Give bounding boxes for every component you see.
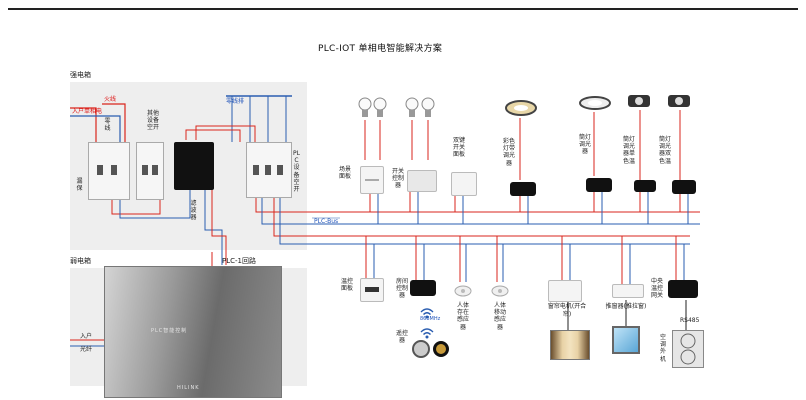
- incoming-wires: [70, 103, 126, 142]
- curtain-room-image: [550, 330, 590, 360]
- strong-box-label: 强电箱: [70, 71, 91, 79]
- spotlight-icon: [666, 92, 692, 110]
- human-presence-sensor: [454, 282, 472, 297]
- remote-knob-icon: [432, 340, 450, 358]
- top-rule: [8, 8, 798, 10]
- leak-protect-label: 漏保: [76, 178, 83, 193]
- rs485-label: RS485: [680, 317, 700, 324]
- central-gateway-label: 中央温控网关: [650, 278, 663, 300]
- bulb-icon: [421, 96, 435, 120]
- bulb-icon: [373, 96, 387, 120]
- other-device-breaker: [136, 142, 164, 200]
- led-strip-icon: [578, 94, 612, 112]
- curtain-motor: [548, 280, 582, 302]
- remote-puck-icon: [412, 340, 430, 358]
- plc-bus-lines: [255, 196, 700, 245]
- neutral-label: 零线: [104, 118, 111, 133]
- fiber-in-label-1: 入户: [80, 333, 93, 340]
- plc-gateway: PLC智能控制 HILINK: [104, 266, 282, 398]
- bulb-icon: [405, 96, 419, 120]
- motion-sensor-label: 人体移动感应器: [493, 302, 506, 331]
- gateway-logo: HILINK: [177, 385, 200, 391]
- scene-panel-label: 场景面板: [338, 166, 351, 181]
- bottom-device-drops: [365, 236, 687, 332]
- ac-outdoor-unit: [672, 330, 704, 368]
- plc-loop-label: PLC-1回路: [222, 257, 256, 265]
- fiber-wires: [70, 339, 104, 347]
- window-pusher: [612, 284, 644, 298]
- incoming-label: 入户单相电: [72, 108, 103, 115]
- downlight-dimmer-single-label: 筒灯调光器单色温: [622, 136, 635, 165]
- ac-outdoor-label: 空调外机: [659, 334, 666, 363]
- wifi-icon: [420, 304, 434, 319]
- human-motion-sensor: [491, 282, 509, 297]
- led-strip-icon: [504, 98, 538, 118]
- scene-panel: [360, 166, 384, 194]
- presence-sensor-label: 人体存在感应器: [456, 302, 469, 331]
- filter-label: 滤波器: [190, 200, 197, 222]
- window-image: [612, 326, 640, 354]
- page-title: PLC-IOT 单相电智能解决方案: [318, 44, 443, 54]
- weak-box-label: 弱电箱: [70, 257, 91, 265]
- downlight-dimmer: [586, 178, 612, 192]
- plc-bus-label: PLC-Bus: [314, 218, 339, 225]
- rf-frequency-label: 868MHz: [420, 316, 441, 322]
- color-strip-dimmer-label: 彩色灯带调光器: [502, 138, 515, 167]
- double-key-switch-label: 双键开关面板: [452, 137, 465, 159]
- live-label: 火线: [104, 96, 117, 103]
- downlight-dimmer-dual: [672, 180, 696, 194]
- other-breaker-label: 其他设备空开: [146, 110, 159, 132]
- neutral-drops: [231, 96, 287, 142]
- downlight-dimmer-dual-label: 筒灯调光器双色温: [658, 136, 671, 165]
- plc-device-breaker: [246, 142, 292, 198]
- color-strip-dimmer: [510, 182, 536, 196]
- downlight-dimmer-label: 筒灯调光器: [578, 134, 591, 156]
- curtain-motor-label: 窗帘电机(开合帘): [547, 303, 587, 318]
- fiber-in-label-2: 光纤: [80, 346, 93, 353]
- spotlight-icon: [626, 92, 652, 110]
- downlight-dimmer-single: [634, 180, 656, 192]
- switch-controller: [407, 170, 437, 192]
- remote-label: 遥控器: [396, 330, 409, 345]
- thermostat-panel-label: 温控面板: [340, 278, 353, 293]
- bulb-icon: [358, 96, 372, 120]
- switch-controller-label: 开关控制器: [392, 168, 405, 190]
- breaker-links: [111, 125, 256, 265]
- room-controller: [410, 280, 436, 296]
- central-thermostat-gateway: [668, 280, 698, 298]
- thermostat-panel: [360, 278, 384, 302]
- wifi-icon: [420, 324, 434, 339]
- leak-protector-breaker: [88, 142, 130, 200]
- room-controller-label: 房间控制器: [396, 278, 409, 300]
- gateway-brand-text: PLC智能控制: [151, 328, 188, 334]
- window-pusher-label: 推窗器(推拉窗): [605, 303, 647, 310]
- filter-device: [174, 142, 214, 190]
- plc-breaker-label: PLC设备空开: [293, 150, 300, 194]
- neutral-bus-label: 零线排: [226, 98, 245, 105]
- top-device-risers: [364, 110, 689, 224]
- double-key-switch-panel: [451, 172, 477, 196]
